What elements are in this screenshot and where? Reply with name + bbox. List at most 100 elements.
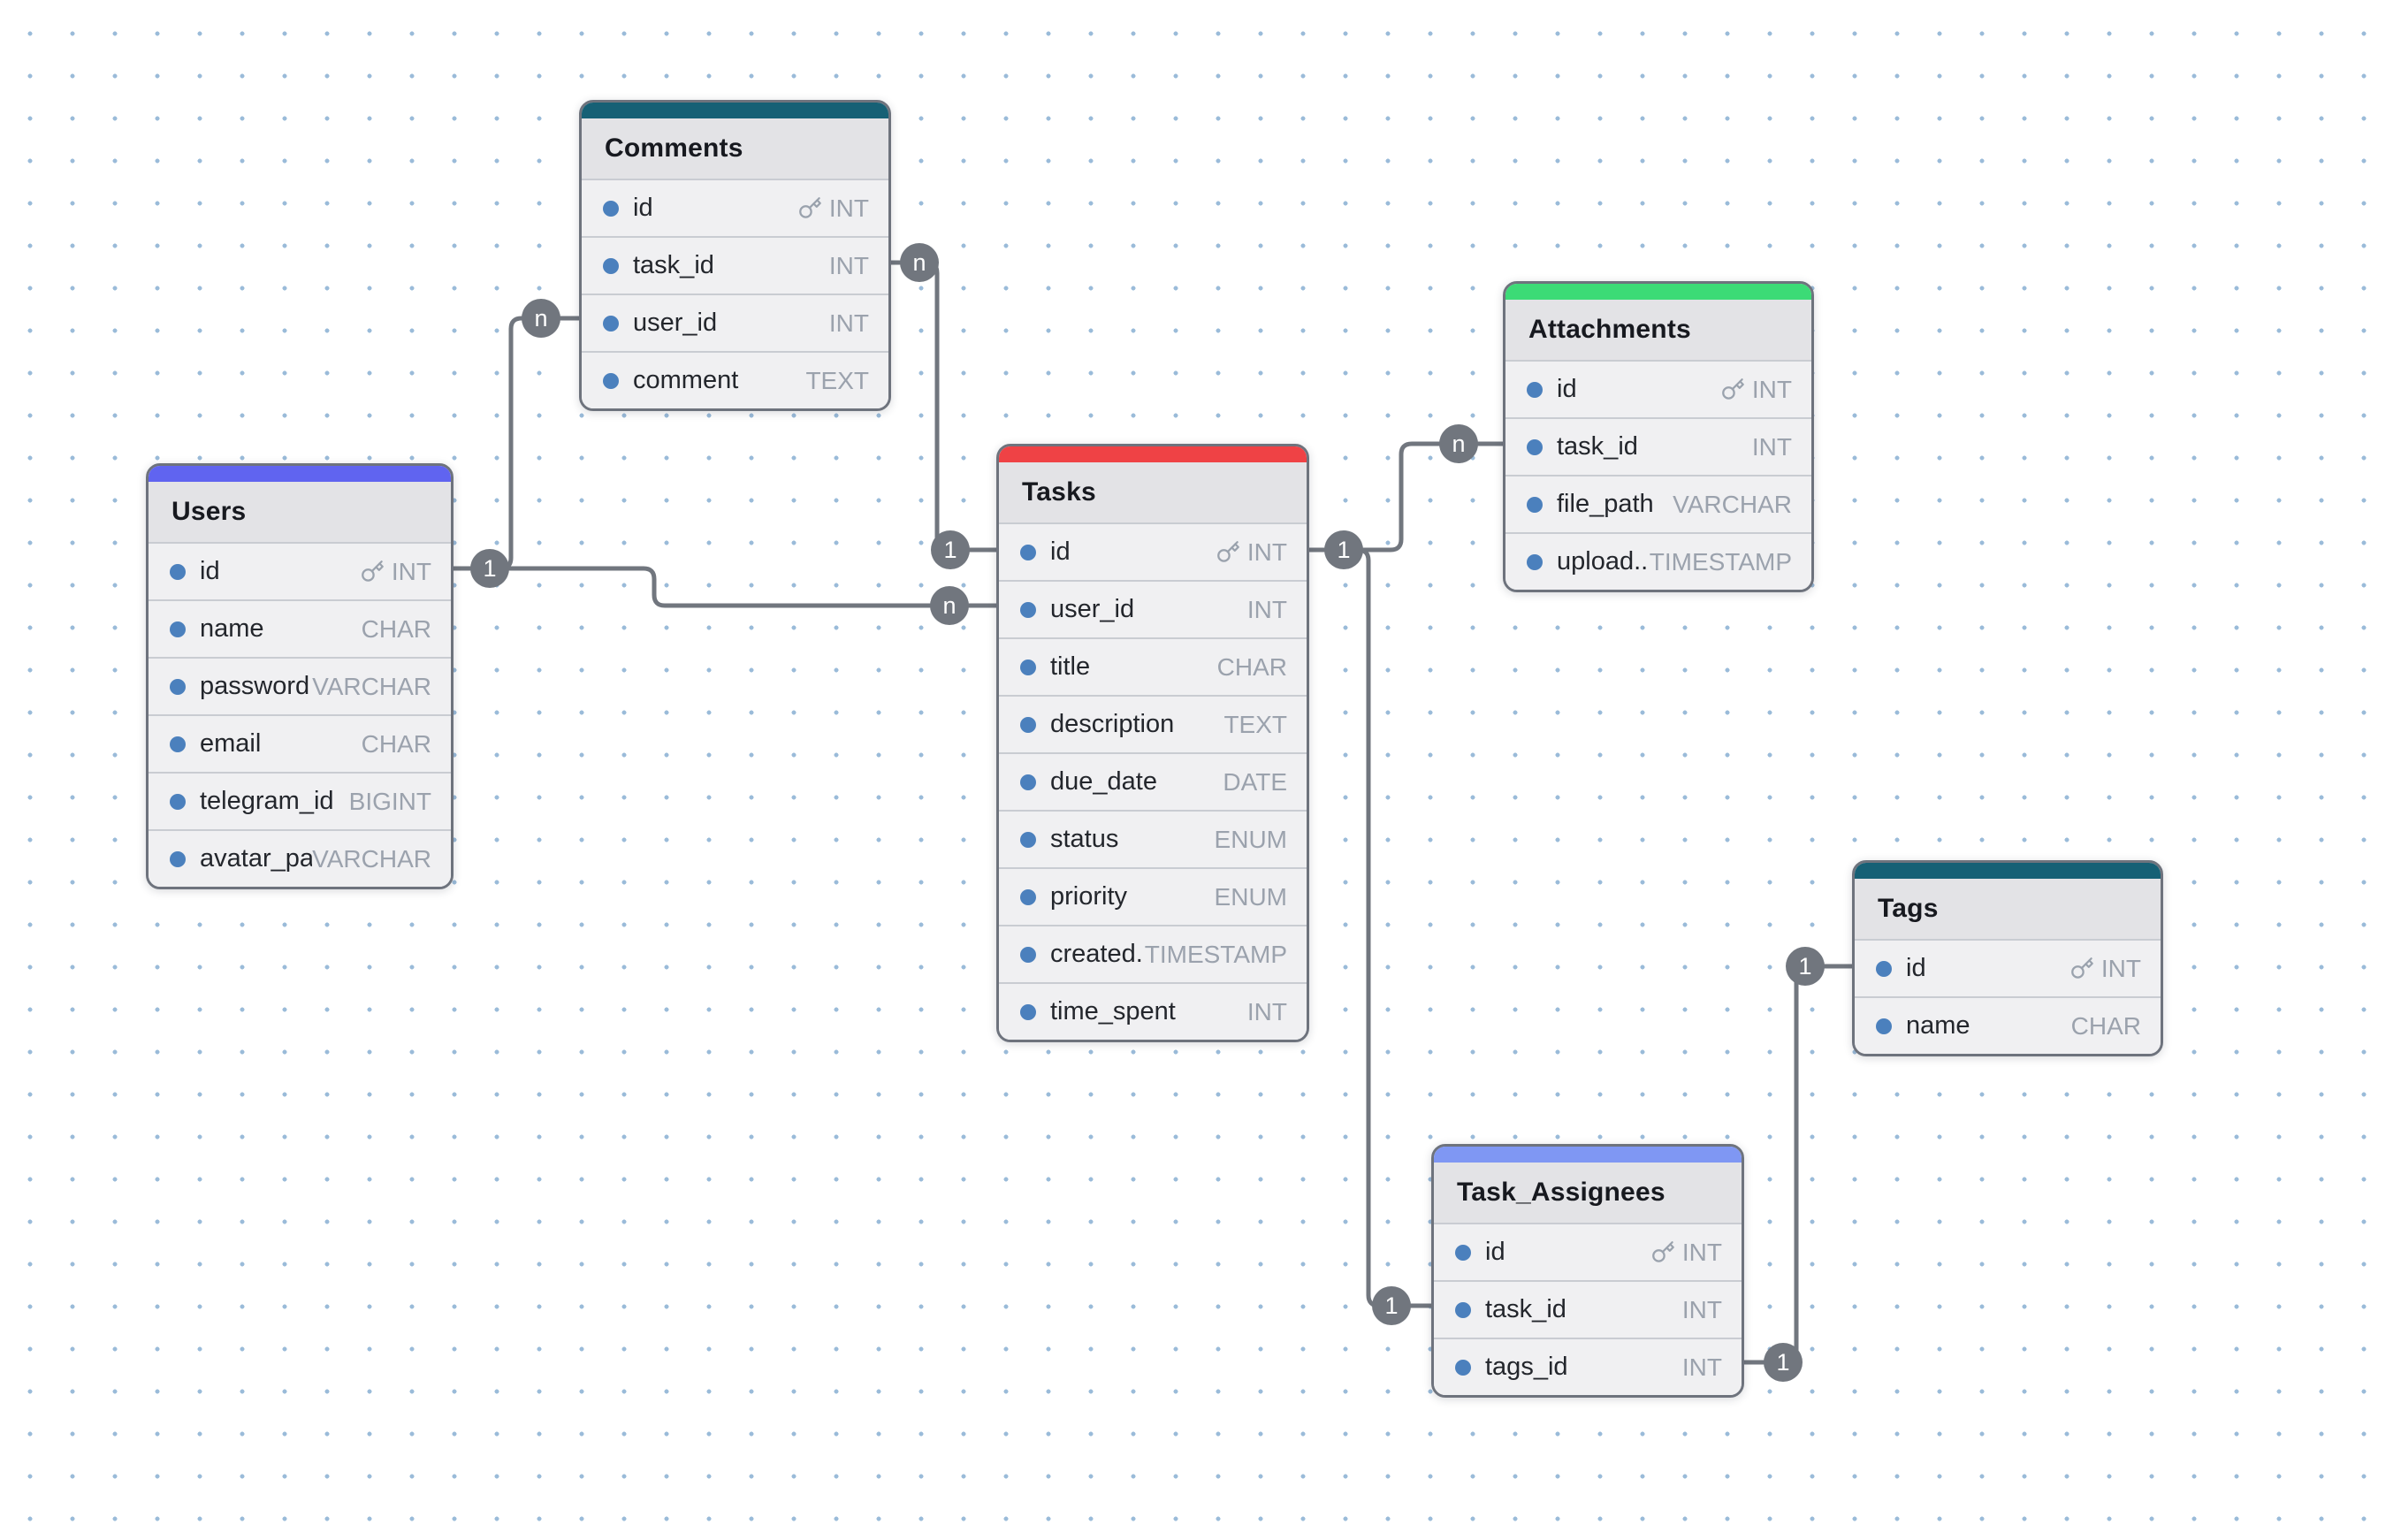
field-row[interactable]: due_date DATE <box>999 752 1307 810</box>
cardinality-badge: n <box>1439 424 1478 463</box>
field-row[interactable]: id INT <box>999 522 1307 580</box>
relationship-tags-task-assignees[interactable] <box>1736 964 1855 1365</box>
relationship-tasks-attachments[interactable] <box>1301 441 1505 553</box>
table-header[interactable]: Tags <box>1855 879 2161 939</box>
field-name: name <box>200 614 264 643</box>
table-title: Task_Assignees <box>1457 1178 1665 1207</box>
cardinality-badge: 1 <box>1324 530 1363 569</box>
field-type: INT <box>1651 1239 1722 1267</box>
table-attachments[interactable]: Attachments id INT task_id INT file_path… <box>1503 281 1814 592</box>
field-dot-icon <box>1527 496 1543 513</box>
field-type: INT <box>1681 1295 1722 1323</box>
field-row[interactable]: id INT <box>582 179 888 236</box>
table-header[interactable]: Tasks <box>999 462 1307 522</box>
field-row[interactable]: avatar_pa... VARCHAR <box>149 829 451 887</box>
field-dot-icon <box>1020 831 1036 848</box>
field-dot-icon <box>1455 1244 1471 1261</box>
field-name: file_path <box>1557 490 1654 518</box>
field-name: name <box>1906 1011 1970 1040</box>
field-dot-icon <box>603 372 619 389</box>
field-type: INT <box>2070 955 2141 983</box>
table-header[interactable]: Attachments <box>1505 300 1811 360</box>
cardinality-badge: 1 <box>931 530 970 569</box>
field-row[interactable]: id INT <box>1855 939 2161 996</box>
field-name: id <box>633 194 653 222</box>
field-name: upload... <box>1557 547 1650 576</box>
field-row[interactable]: telegram_id BIGINT <box>149 772 451 829</box>
relationship-tasks-task-assignees[interactable] <box>1301 547 1434 1308</box>
field-type: VARCHAR <box>1673 490 1792 518</box>
table-header[interactable]: Comments <box>582 118 888 179</box>
table-header[interactable]: Task_Assignees <box>1434 1163 1742 1223</box>
field-name: id <box>1557 375 1577 403</box>
table-header[interactable]: Users <box>149 482 451 542</box>
field-name: priority <box>1050 882 1128 911</box>
field-dot-icon <box>1020 659 1036 675</box>
field-row[interactable]: description TEXT <box>999 695 1307 752</box>
field-row[interactable]: task_id INT <box>582 236 888 294</box>
table-title: Users <box>172 497 247 526</box>
cardinality-badge: n <box>930 586 969 625</box>
field-row[interactable]: task_id INT <box>1505 417 1811 475</box>
field-type: INT <box>1681 1353 1722 1381</box>
field-name: title <box>1050 652 1091 681</box>
field-name: telegram_id <box>200 787 334 815</box>
field-row[interactable]: name CHAR <box>149 599 451 657</box>
field-row[interactable]: priority ENUM <box>999 867 1307 925</box>
table-accent-bar <box>1505 284 1811 300</box>
relationship-users-tasks[interactable] <box>446 566 999 608</box>
cardinality-badge: 1 <box>1786 947 1825 986</box>
field-type: TIMESTAMP <box>1144 940 1287 968</box>
field-row[interactable]: name CHAR <box>1855 996 2161 1054</box>
field-row[interactable]: email CHAR <box>149 714 451 772</box>
field-dot-icon <box>1020 888 1036 905</box>
table-task-assignees[interactable]: Task_Assignees id INT task_id INT tags_i… <box>1431 1144 1744 1398</box>
relationship-users-comments[interactable] <box>446 316 582 571</box>
field-name: due_date <box>1050 767 1157 796</box>
relationship-tasks-comments[interactable] <box>883 260 999 553</box>
field-name: avatar_pa... <box>200 844 313 873</box>
field-dot-icon <box>1527 438 1543 455</box>
field-dot-icon <box>1455 1359 1471 1376</box>
field-row[interactable]: tags_id INT <box>1434 1338 1742 1395</box>
field-type: INT <box>828 309 869 337</box>
table-accent-bar <box>999 446 1307 462</box>
table-tasks[interactable]: Tasks id INT user_id INT title CHAR desc… <box>996 444 1309 1042</box>
field-dot-icon <box>1455 1301 1471 1318</box>
table-title: Tags <box>1878 894 1939 923</box>
field-name: password <box>200 672 310 700</box>
field-name: task_id <box>1557 432 1638 461</box>
field-row[interactable]: time_spent INT <box>999 982 1307 1040</box>
cardinality-badge: 1 <box>470 549 509 588</box>
field-row[interactable]: user_id INT <box>999 580 1307 637</box>
field-name: comment <box>633 366 739 394</box>
field-type: INT <box>1721 376 1792 404</box>
table-users[interactable]: Users id INT name CHAR password VARCHAR … <box>146 463 454 889</box>
table-comments[interactable]: Comments id INT task_id INT user_id INT … <box>579 100 891 411</box>
field-row[interactable]: title CHAR <box>999 637 1307 695</box>
field-row[interactable]: id INT <box>149 542 451 599</box>
field-row[interactable]: id INT <box>1505 360 1811 417</box>
field-name: id <box>1050 537 1071 566</box>
table-tags[interactable]: Tags id INT name CHAR <box>1852 860 2163 1056</box>
primary-key-icon <box>1722 378 1744 400</box>
field-dot-icon <box>170 850 186 867</box>
field-row[interactable]: password VARCHAR <box>149 657 451 714</box>
field-row[interactable]: upload... TIMESTAMP <box>1505 532 1811 590</box>
field-row[interactable]: comment TEXT <box>582 351 888 408</box>
field-row[interactable]: user_id INT <box>582 294 888 351</box>
field-row[interactable]: file_path VARCHAR <box>1505 475 1811 532</box>
field-row[interactable]: task_id INT <box>1434 1280 1742 1338</box>
field-dot-icon <box>603 257 619 274</box>
field-type: INT <box>828 251 869 279</box>
table-title: Tasks <box>1022 477 1096 507</box>
field-name: id <box>1906 954 1926 982</box>
field-dot-icon <box>1020 601 1036 618</box>
field-name: task_id <box>633 251 714 279</box>
field-row[interactable]: id INT <box>1434 1223 1742 1280</box>
field-row[interactable]: created... TIMESTAMP <box>999 925 1307 982</box>
field-row[interactable]: status ENUM <box>999 810 1307 867</box>
field-name: id <box>200 557 220 585</box>
primary-key-icon <box>799 197 821 218</box>
